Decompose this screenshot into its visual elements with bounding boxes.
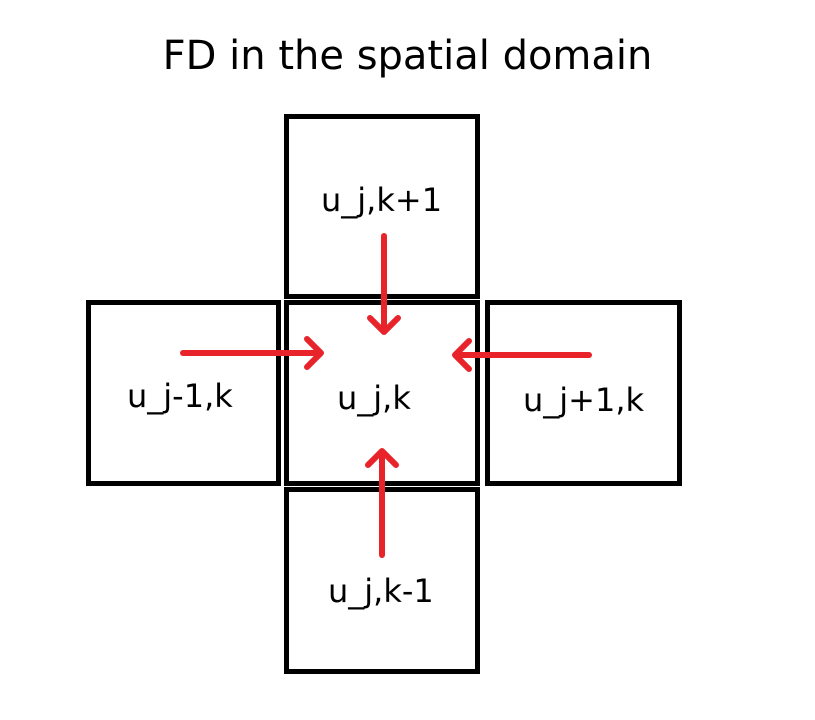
cell-bottom-label: u_j,k-1 [328,572,434,610]
cell-left-label: u_j-1,k [127,377,233,415]
cell-center-label: u_j,k [337,379,411,417]
cell-right [485,300,682,486]
cell-left [86,300,281,486]
cell-right-label: u_j+1,k [523,381,645,419]
cell-bottom [284,487,480,674]
cell-top-label: u_j,k+1 [321,181,443,219]
diagram-title: FD in the spatial domain [162,33,653,79]
